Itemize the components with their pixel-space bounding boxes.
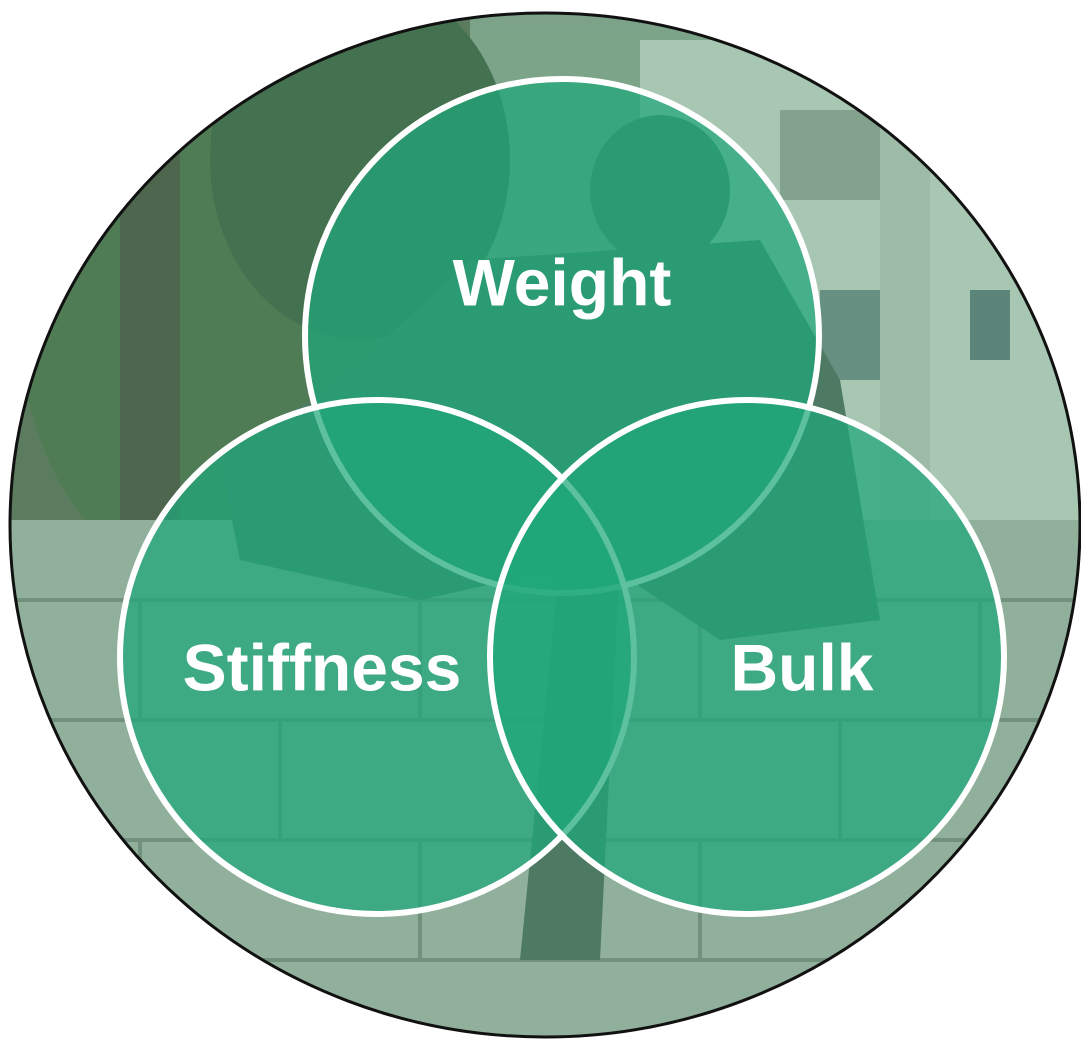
bulk-label: Bulk [730, 630, 873, 704]
circular-frame [8, 11, 1081, 1039]
stiffness-label: Stiffness [183, 630, 462, 704]
bulk-circle [487, 397, 1007, 917]
weight-label: Weight [453, 245, 672, 319]
